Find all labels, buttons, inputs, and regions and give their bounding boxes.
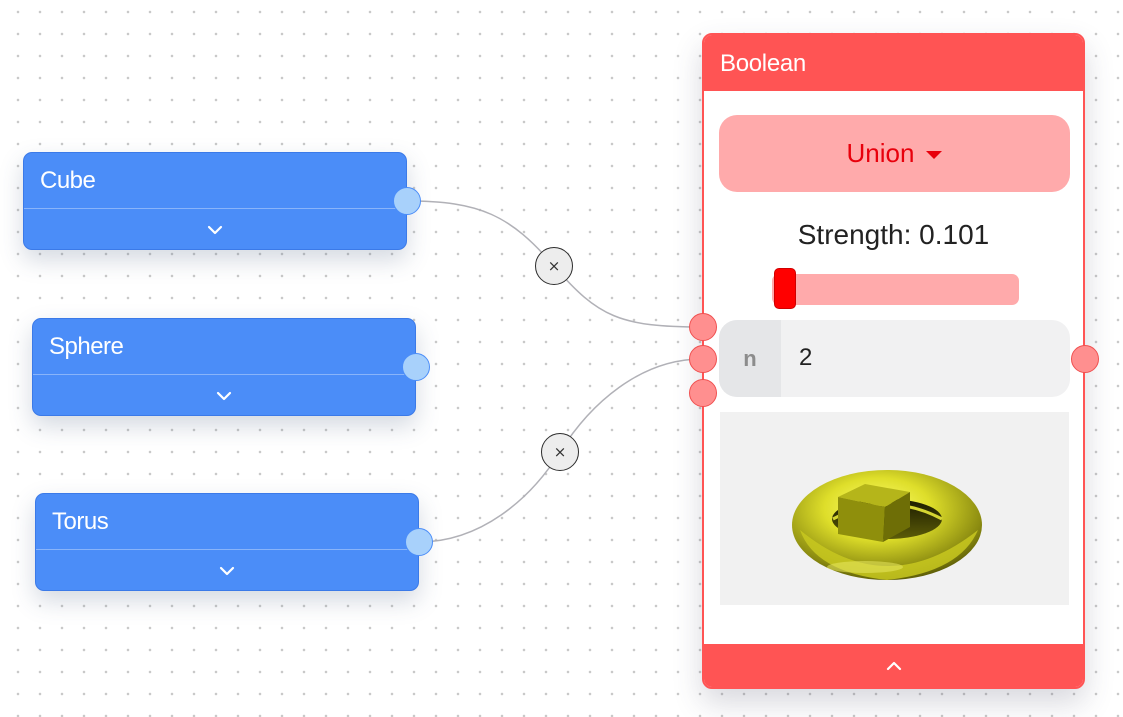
- expand-button[interactable]: [36, 550, 418, 591]
- node-title: Torus: [36, 494, 418, 550]
- caret-down-icon: [926, 150, 943, 159]
- chevron-down-icon: [216, 391, 232, 400]
- node-title: Sphere: [33, 319, 415, 375]
- strength-label: Strength: 0.101: [797, 219, 990, 250]
- chevron-down-icon: [207, 225, 223, 234]
- output-handle[interactable]: [405, 528, 433, 556]
- n-field: n: [719, 320, 1070, 397]
- close-icon: ×: [547, 256, 561, 275]
- close-icon: ×: [553, 442, 567, 461]
- chevron-down-icon: [219, 566, 235, 575]
- chevron-up-icon: [886, 661, 901, 670]
- n-label: n: [719, 320, 781, 397]
- output-handle[interactable]: [1071, 345, 1099, 373]
- node-title: Boolean: [704, 35, 1083, 91]
- remove-edge-button[interactable]: ×: [535, 247, 573, 285]
- strength-slider[interactable]: [772, 274, 1019, 305]
- torus-node[interactable]: Torus: [35, 493, 419, 591]
- collapse-button[interactable]: [704, 644, 1083, 687]
- torus-cube-union-render: [792, 470, 982, 580]
- input-handle[interactable]: [689, 379, 717, 407]
- input-handle[interactable]: [689, 313, 717, 341]
- sphere-node[interactable]: Sphere: [32, 318, 416, 416]
- output-handle[interactable]: [402, 353, 430, 381]
- expand-button[interactable]: [33, 375, 415, 416]
- output-handle[interactable]: [393, 187, 421, 215]
- input-handle[interactable]: [689, 345, 717, 373]
- 3d-preview[interactable]: [720, 412, 1069, 605]
- operation-select[interactable]: Union: [719, 115, 1070, 192]
- boolean-node[interactable]: Boolean Union Strength: 0.101 n: [702, 33, 1085, 689]
- node-title: Cube: [24, 153, 406, 209]
- remove-edge-button[interactable]: ×: [541, 433, 579, 471]
- slider-thumb[interactable]: [774, 268, 796, 309]
- n-input[interactable]: [799, 344, 999, 372]
- operation-value: Union: [846, 138, 915, 168]
- expand-button[interactable]: [24, 209, 406, 250]
- cube-node[interactable]: Cube: [23, 152, 407, 250]
